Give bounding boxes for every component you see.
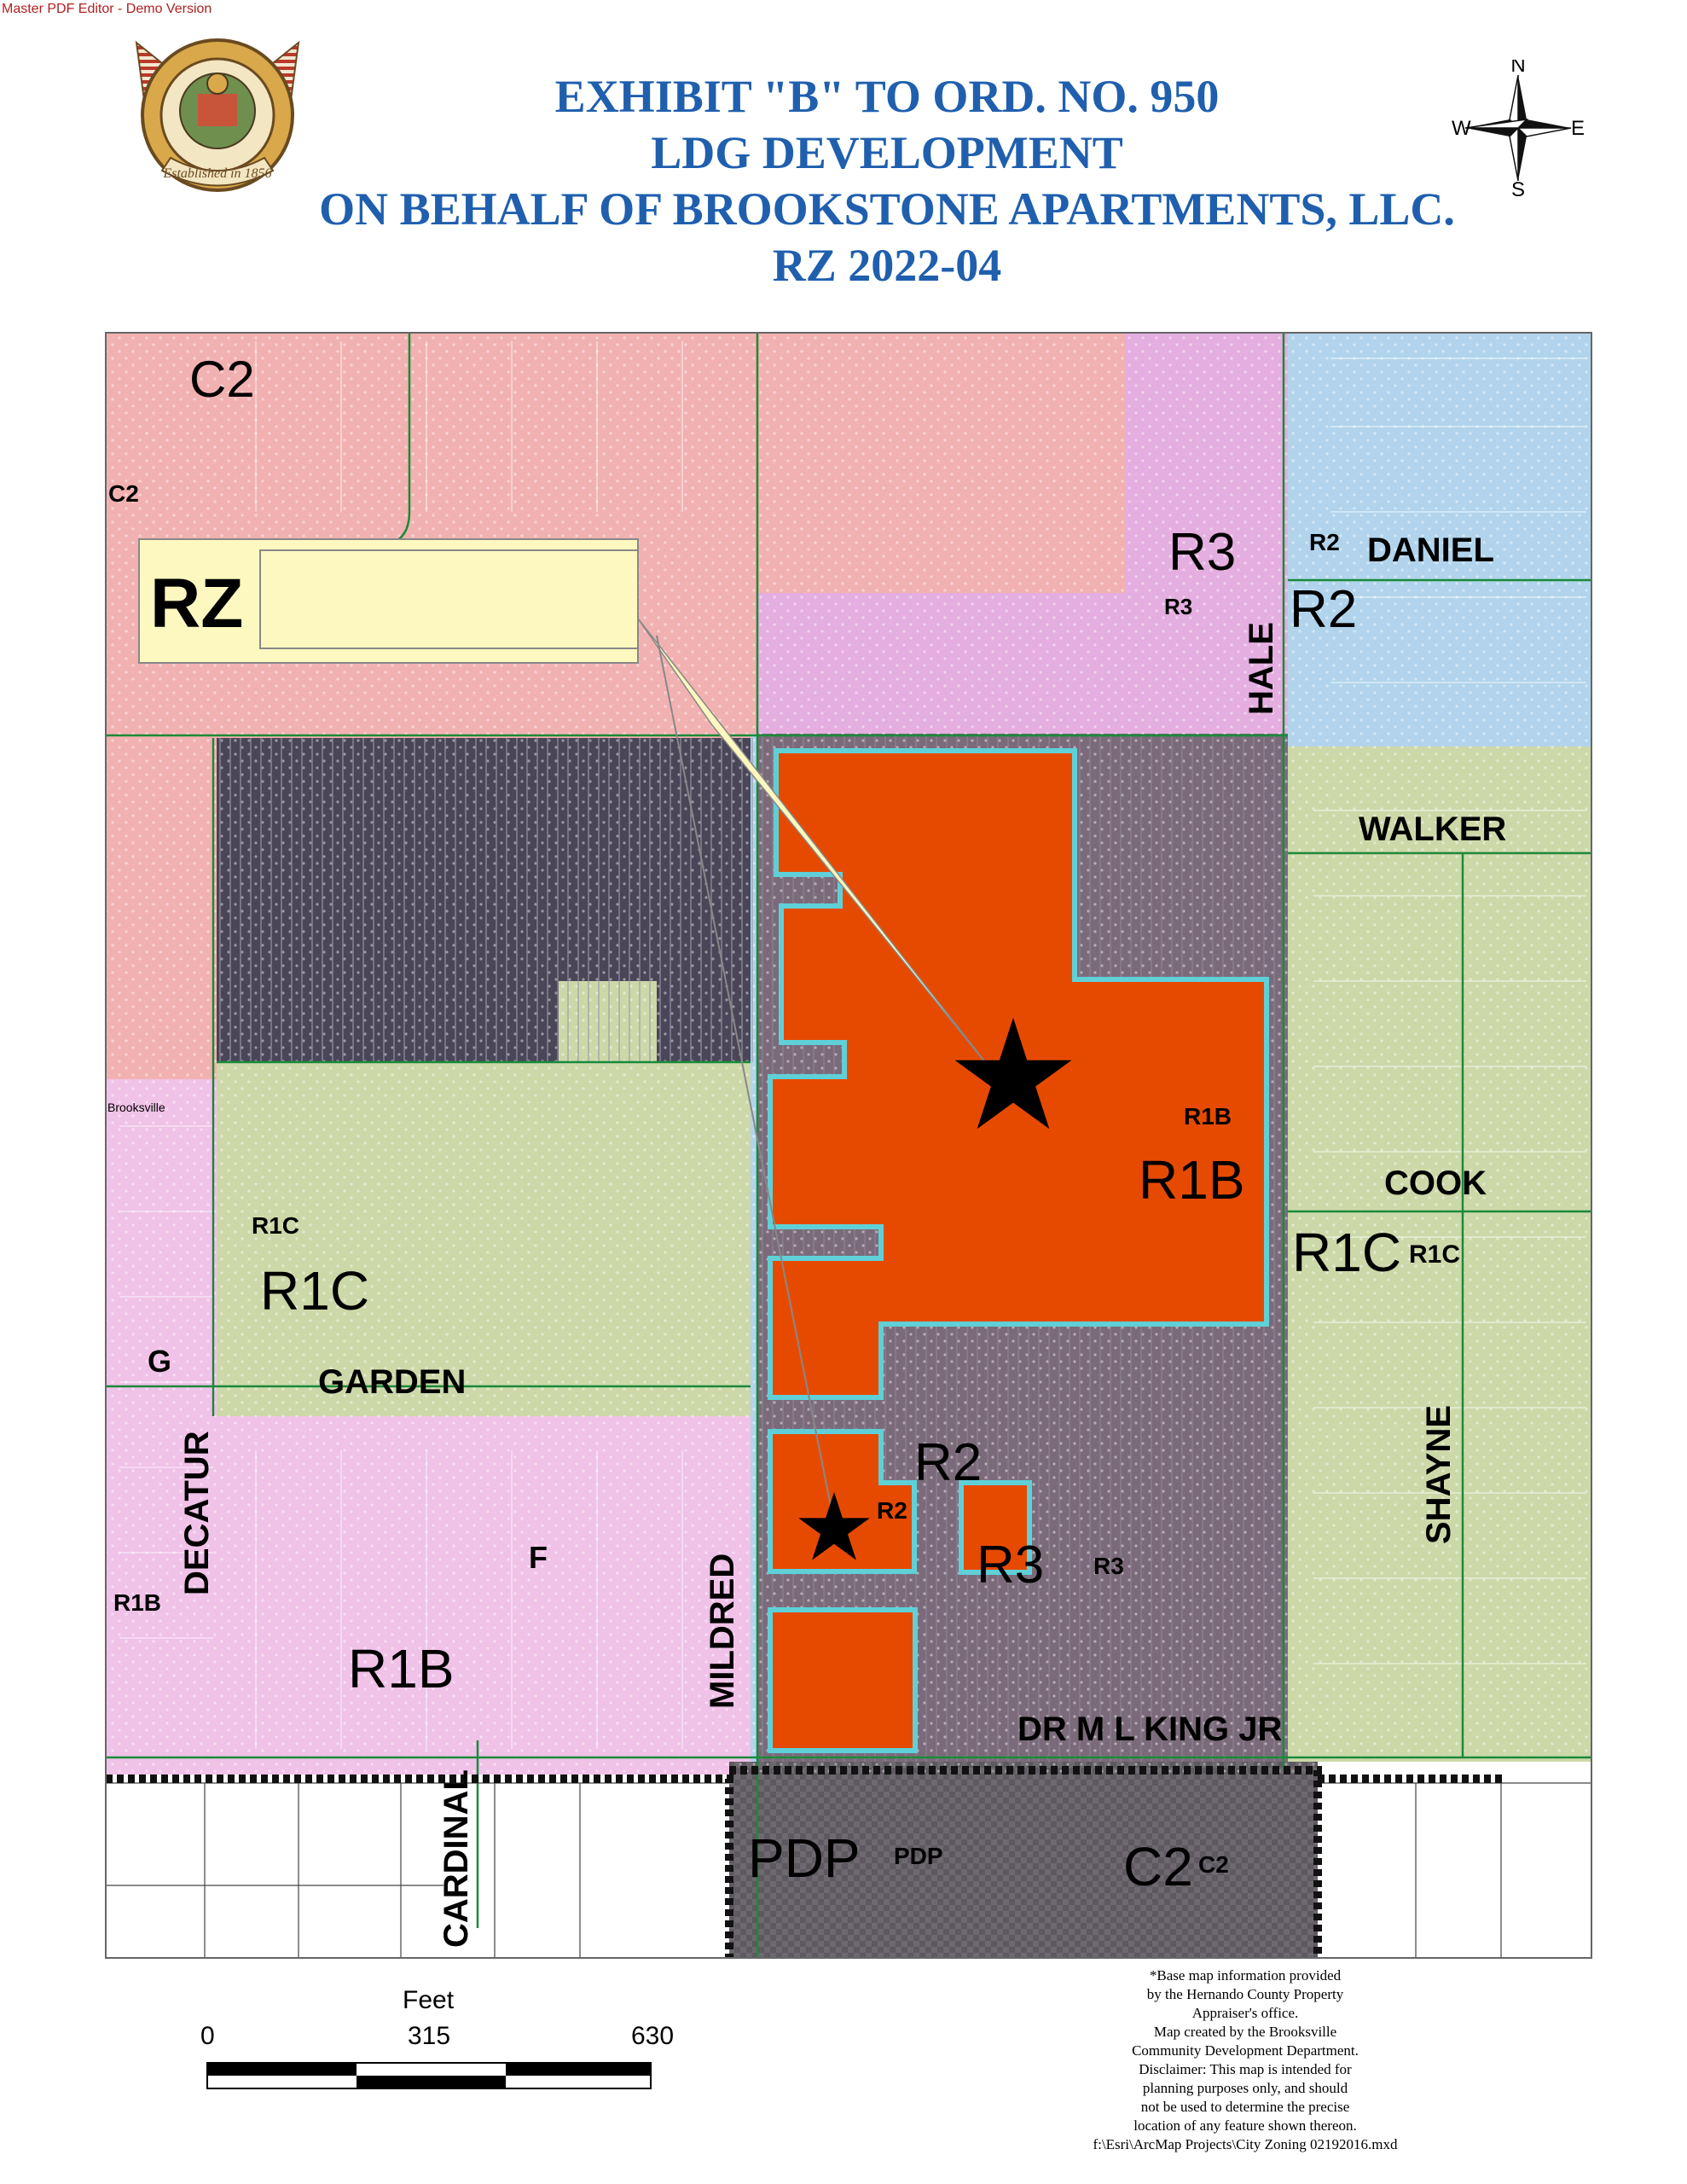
map-frame <box>105 332 1592 1959</box>
subject-parcel-south-a <box>768 1429 917 1574</box>
street-label-garden: GARDEN <box>318 1363 466 1401</box>
subject-star-large <box>954 1018 1072 1130</box>
subject-star-small <box>798 1492 870 1560</box>
scale-tick-0: 0 <box>200 2022 215 2050</box>
compass-w: W <box>1452 117 1471 140</box>
subject-parcel-south-b <box>959 1480 1032 1575</box>
city-limit-boundary <box>106 1766 1506 1958</box>
zone-label-r1b-bottom: R1B <box>348 1638 455 1699</box>
zone-label-f: F <box>529 1540 548 1575</box>
zone-label-r1c-small-left: R1C <box>252 1212 299 1239</box>
zone-label-pdp-small: PDP <box>894 1843 943 1869</box>
note-line: by the Hernando County Property <box>1146 1986 1344 2002</box>
zone-label-r1b-small: R1B <box>1184 1103 1232 1130</box>
parcel-lines <box>119 341 1586 1749</box>
zone-label-r2-big: R2 <box>1290 580 1357 639</box>
zone-label-r1c-small-right: R1C <box>1409 1240 1460 1269</box>
subject-parcel-south-c <box>768 1607 918 1753</box>
scale-unit: Feet <box>403 1986 455 2014</box>
zone-label-r1b-left: R1B <box>113 1589 161 1616</box>
rz-callout-label: RZ <box>150 565 243 642</box>
rz-callout-inner <box>259 549 639 649</box>
note-line: Appraiser's office. <box>1191 2005 1299 2021</box>
callout-leader-secondary <box>656 635 837 1532</box>
compass-n: N <box>1510 60 1525 77</box>
zone-label-brooksville: Brooksville <box>107 1101 165 1114</box>
street-label-cardinal: CARDINAL <box>438 1769 475 1948</box>
title-line-1: EXHIBIT "B" TO ORD. NO. 950 <box>554 71 1220 122</box>
zone-label-c2-top: C2 <box>189 351 255 408</box>
callout-leader <box>637 618 1003 1084</box>
zone-label-c2-bottom-big: C2 <box>1123 1836 1193 1897</box>
zone-label-r2-small: R2 <box>1309 529 1340 555</box>
compass-s: S <box>1511 178 1525 196</box>
zone-label-r3-mid: R3 <box>977 1536 1044 1594</box>
note-line: *Base map information provided <box>1149 1967 1342 1984</box>
title-line-3: ON BEHALF OF BROOKSTONE APARTMENTS, LLC. <box>319 183 1455 235</box>
zone-label-r2-mid-small: R2 <box>877 1497 907 1524</box>
map-notes: *Base map information provided by the He… <box>1058 1966 1433 2154</box>
road-centerlines <box>106 333 1591 1958</box>
zone-label-c2-bottom-small: C2 <box>1198 1851 1229 1878</box>
zone-label-r2-mid: R2 <box>914 1433 982 1492</box>
north-arrow-icon: N S E W <box>1452 60 1585 196</box>
map-title: EXHIBIT "B" TO ORD. NO. 950 LDG DEVELOPM… <box>222 68 1552 293</box>
zone-label-r3-mid-small: R3 <box>1093 1553 1124 1579</box>
street-label-walker: WALKER <box>1359 810 1506 848</box>
zone-label-r1c-big-left: R1C <box>260 1260 369 1321</box>
demo-watermark: Master PDF Editor - Demo Version <box>2 2 212 16</box>
zone-label-pdp-big: PDP <box>748 1827 861 1889</box>
note-line: Community Development Department. <box>1132 2042 1359 2059</box>
scale-tick-630: 630 <box>631 2022 675 2050</box>
zone-label-g: G <box>148 1344 171 1379</box>
zone-label-r1c-big-right: R1C <box>1292 1222 1401 1283</box>
city-seal-icon: Established in 1856 <box>135 38 300 192</box>
scale-tick-315: 315 <box>408 2022 451 2050</box>
zone-label-r3-big: R3 <box>1168 523 1236 582</box>
zone-label-r3-small: R3 <box>1164 594 1192 619</box>
compass-e: E <box>1571 117 1585 140</box>
scale-bar <box>206 2062 652 2089</box>
note-line: location of any feature shown thereon. <box>1133 2117 1357 2134</box>
note-line: planning purposes only, and should <box>1142 2080 1348 2096</box>
note-line: Disclaimer: This map is intended for <box>1139 2061 1352 2077</box>
street-label-hale: HALE <box>1243 622 1280 715</box>
street-label-daniel: DANIEL <box>1367 531 1494 569</box>
street-label-mildred: MILDRED <box>704 1554 741 1709</box>
note-line: Map created by the Brooksville <box>1153 2024 1337 2040</box>
street-label-decatur: DECATUR <box>178 1431 216 1595</box>
note-line: not be used to determine the precise <box>1140 2099 1350 2115</box>
title-line-4: RZ 2022-04 <box>772 240 1002 291</box>
title-line-2: LDG DEVELOPMENT <box>651 127 1123 178</box>
note-line: f:\Esri\ArcMap Projects\City Zoning 0219… <box>1093 2136 1398 2152</box>
street-label-cook: COOK <box>1384 1165 1487 1202</box>
street-label-shayne: SHAYNE <box>1420 1405 1458 1544</box>
zone-label-r1b-big: R1B <box>1139 1149 1245 1211</box>
zone-label-c2-left: C2 <box>108 480 139 507</box>
street-label-mlk: DR M L KING JR <box>1017 1711 1283 1748</box>
seal-bottom-text: Established in 1856 <box>162 166 271 181</box>
